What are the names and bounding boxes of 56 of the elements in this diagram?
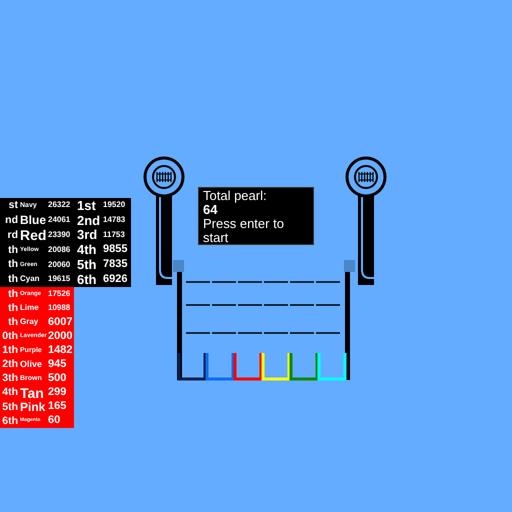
score-value: 6007 [47, 315, 74, 330]
rank-label: st [8, 198, 18, 213]
rank-label: th [7, 242, 18, 258]
rank-label: 2nd [76, 212, 102, 228]
rank-label: 4th [1, 386, 18, 400]
score-value: 1482 [47, 343, 74, 358]
start-prompt: Press enter to start [203, 217, 285, 245]
score-value: 14783 [102, 214, 126, 226]
score-value: 19615 [47, 273, 72, 286]
score-value: 945 [47, 358, 68, 372]
color-name: Cyan [19, 273, 41, 286]
rank-label: 2th [1, 358, 18, 372]
rank-label: 3th [1, 372, 18, 386]
score-value: 17526 [47, 288, 72, 300]
score-value: 24061 [47, 214, 72, 226]
score-value: 7835 [102, 257, 128, 272]
color-name: Tan [19, 386, 45, 400]
color-name: Red [19, 228, 48, 242]
rank-label: 4th [76, 242, 98, 258]
score-value: 6926 [102, 272, 128, 287]
rank-label: 0th [1, 329, 18, 344]
score-value: 60 [47, 414, 62, 428]
score-value: 10988 [47, 302, 72, 314]
score-value: 165 [47, 400, 68, 414]
rank-label: 1th [1, 343, 18, 358]
score-value: 9855 [102, 242, 128, 258]
rank-label: th [7, 315, 18, 330]
score-value: 20086 [47, 244, 72, 256]
rank-label: th [7, 272, 18, 287]
score-value: 2000 [47, 329, 74, 344]
score-value: 11753 [102, 228, 126, 241]
score-value: 20060 [47, 258, 72, 271]
color-name: Lime [19, 302, 40, 314]
rank-label: 1st [76, 198, 97, 213]
rank-label: th [7, 287, 18, 302]
rank-label: 5th [1, 400, 18, 414]
rank-label: th [7, 301, 18, 316]
rank-label: 6th [76, 272, 98, 287]
rank-label: 5th [76, 257, 98, 272]
rank-label: nd [4, 212, 18, 228]
color-name: Olive [19, 358, 44, 372]
score-value: 19520 [102, 199, 126, 212]
score-value: 26322 [47, 199, 72, 212]
score-value: 500 [47, 372, 68, 386]
pearl-count: 64 [203, 203, 218, 217]
rank-label: rd [6, 228, 18, 242]
color-name: Gray [19, 316, 40, 328]
score-value: 299 [47, 386, 68, 400]
panel-heading: Total pearl: [203, 189, 268, 203]
color-name: Blue [19, 212, 48, 228]
rank-label: 6th [1, 414, 18, 428]
rank-label: 3rd [76, 228, 98, 242]
rank-label: th [7, 257, 18, 272]
score-value: 23390 [47, 228, 72, 241]
message-panel [198, 187, 314, 245]
color-name: Pink [19, 400, 46, 414]
